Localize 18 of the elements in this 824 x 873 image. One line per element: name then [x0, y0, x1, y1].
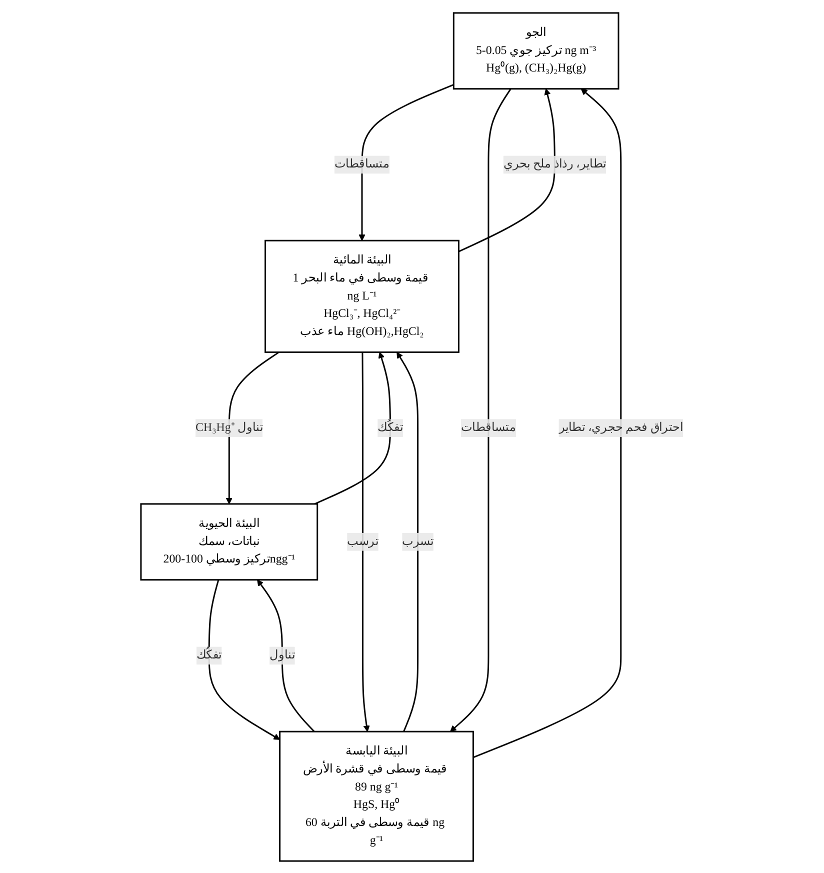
node-box: البيئة الحيوية نباتات، سمك تركيز وسطي 100-200ngg⁻¹: [140, 502, 318, 580]
arrow: [472, 88, 622, 758]
edge-label: متساقطات: [460, 420, 516, 434]
edge-label: تطاير، رذاذ ملح بحري: [503, 158, 606, 170]
arrow: [358, 84, 454, 240]
edge-label: ترسب: [347, 534, 378, 548]
edge-label: CH₃Hg⁺ تناول: [196, 420, 263, 434]
arrow: [257, 579, 315, 732]
arrow: [458, 88, 556, 252]
edge-label: تسرب: [402, 534, 434, 548]
arrow: [396, 351, 419, 732]
edge-label: تناول: [270, 648, 295, 662]
arrow: [362, 352, 370, 732]
arrow: [208, 579, 280, 740]
arrow: [226, 351, 280, 504]
arrow: [450, 88, 512, 732]
arrow: [314, 351, 392, 504]
edge-label: متساقطات: [334, 158, 390, 170]
